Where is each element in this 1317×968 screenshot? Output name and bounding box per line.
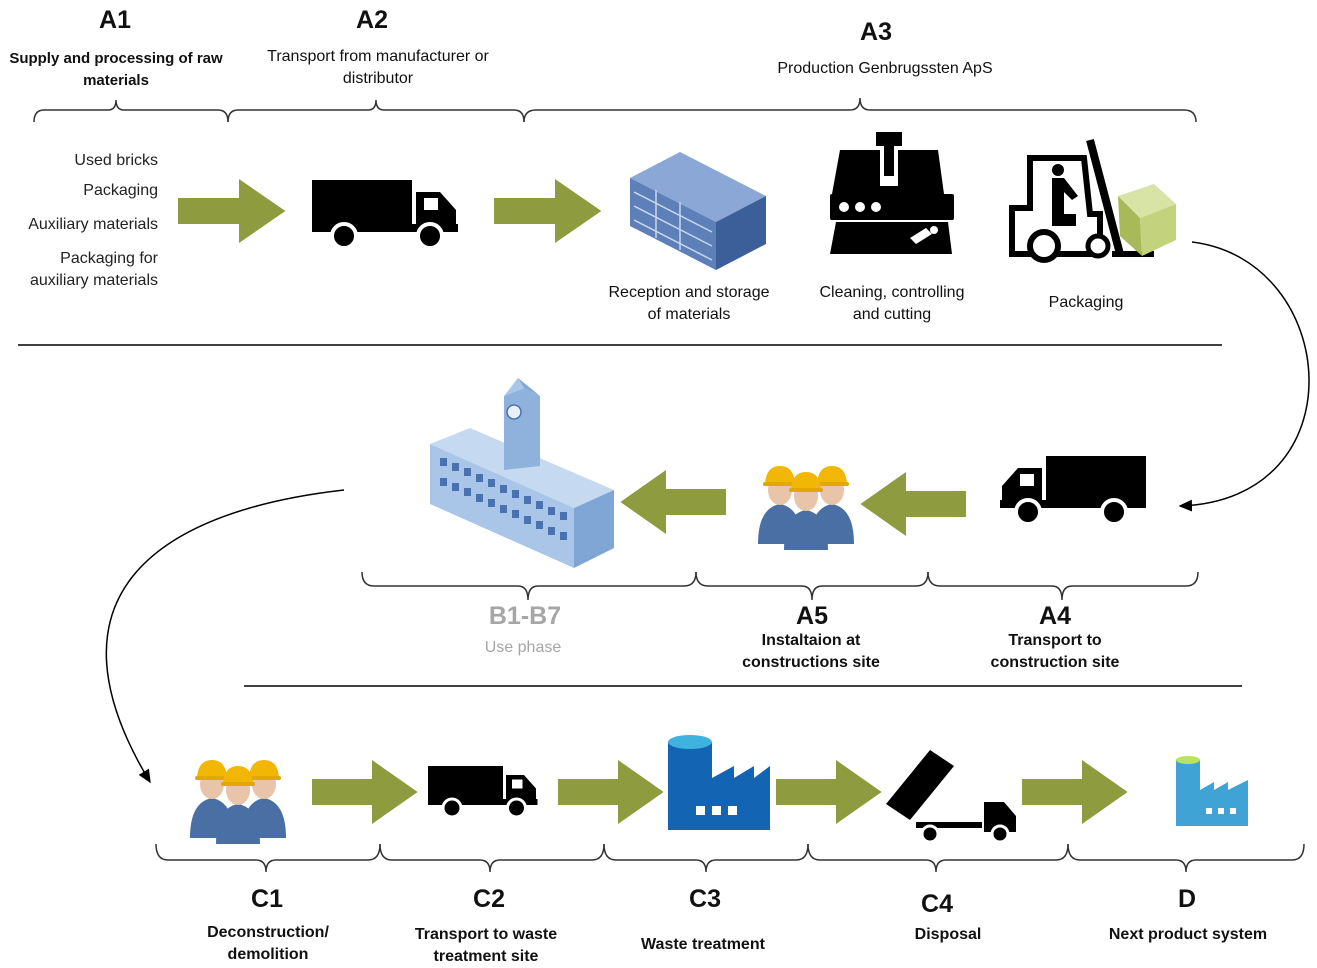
forklift-icon (1009, 138, 1176, 263)
brace-c1 (155, 843, 381, 873)
stage-c4-title: Disposal (914, 926, 982, 943)
input-auxiliary-materials: Auxiliary materials (28, 216, 158, 233)
storage-box-icon (630, 152, 766, 270)
stage-d-code: D (1177, 885, 1197, 913)
factory-icon (668, 735, 770, 830)
stage-c2-title: Transport to waste treatment site (414, 926, 558, 965)
input-used-bricks: Used bricks (74, 152, 158, 169)
arrow-c1-to-c2 (312, 760, 418, 824)
stage-a4-code: A4 (1039, 602, 1071, 630)
stage-a2-title: Transport from manufacturer or distribut… (267, 48, 489, 87)
label-packaging: Packaging (1048, 294, 1124, 311)
brace-a5 (695, 571, 929, 601)
stage-c1-code: C1 (251, 885, 283, 913)
workers-icon-a5 (758, 466, 854, 550)
stage-a1-code: A1 (99, 6, 131, 34)
brace-d (1067, 843, 1305, 873)
stage-a3-code: A3 (860, 18, 892, 46)
brace-a3 (523, 97, 1197, 123)
input-packaging-auxiliary: Packaging for auxiliary materials (29, 250, 158, 289)
brace-a2 (227, 99, 525, 123)
arrow-a4-to-a5 (860, 472, 966, 536)
dump-truck-icon (886, 750, 1016, 844)
brace-a1 (33, 99, 229, 123)
factory-icon-d (1176, 756, 1248, 826)
truck-icon-c2 (426, 764, 539, 819)
stage-c4-code: C4 (921, 890, 953, 918)
brace-b (361, 571, 697, 601)
workers-icon-c1 (190, 760, 286, 844)
stage-c3-code: C3 (689, 885, 721, 913)
stage-b-code: B1-B7 (488, 602, 562, 630)
arrow-a5-to-b (620, 470, 726, 534)
stage-a1-title: Supply and processing of raw materials (9, 50, 223, 89)
arrow-inputs-to-a2 (178, 179, 286, 243)
arrow-c2-to-c3 (558, 760, 664, 824)
flow-arrow-b-to-c1 (105, 489, 345, 784)
stage-b-title: Use phase (484, 639, 562, 656)
input-packaging: Packaging (83, 182, 158, 199)
stage-c1-title: Deconstruction/ demolition (207, 924, 329, 963)
arrow-c4-to-d (1022, 760, 1128, 824)
stage-a2-code: A2 (356, 6, 388, 34)
label-reception: Reception and storage of materials (608, 284, 770, 323)
stage-c2-code: C2 (473, 885, 505, 913)
arrow-a2-to-a3 (494, 179, 602, 243)
stage-a5-code: A5 (796, 602, 828, 630)
arrow-c3-to-c4 (776, 760, 882, 824)
brace-c2 (379, 843, 605, 873)
stage-a3-title: Production Genbrugssten ApS (777, 60, 993, 77)
flow-arrow-a3-to-a4 (1178, 241, 1310, 512)
stage-d-title: Next product system (1108, 926, 1268, 943)
stage-a4-title: Transport to construction site (990, 632, 1120, 671)
stage-c3-title: Waste treatment (641, 936, 765, 953)
truck-icon (310, 178, 460, 250)
brace-a4 (927, 571, 1199, 601)
truck-icon-a4 (998, 454, 1148, 526)
brace-c4 (807, 843, 1069, 873)
building-icon (430, 378, 614, 568)
label-cleaning: Cleaning, controlling and cutting (819, 284, 965, 323)
machine-icon (830, 132, 954, 254)
brace-c3 (603, 843, 809, 873)
stage-a5-title: Instaltaion at constructions site (742, 632, 880, 671)
